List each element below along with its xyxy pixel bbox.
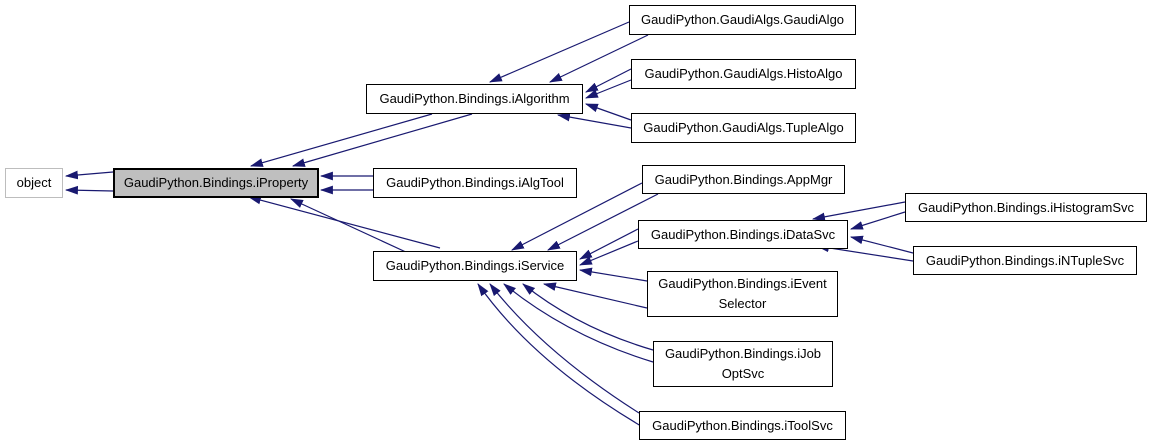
edge-gaudialgo-ialgorithm-b [549, 34, 649, 83]
edge-gaudialgo-ialgorithm-a [489, 21, 630, 83]
edge-ialgorithm-iproperty-b [291, 113, 473, 167]
node-ijoboptsvc-label-line2: OptSvc [721, 366, 765, 381]
edge-tuplealgo-ialgorithm-a [584, 103, 632, 121]
node-gaudialgo-label: GaudiPython.GaudiAlgs.GaudiAlgo [640, 12, 845, 27]
node-ialgtool[interactable]: GaudiPython.Bindings.iAlgTool [373, 168, 577, 198]
node-intuplesvc[interactable]: GaudiPython.Bindings.iNTupleSvc [913, 246, 1137, 275]
node-ieventselector[interactable]: GaudiPython.Bindings.iEvent Selector [647, 271, 838, 317]
node-iproperty: GaudiPython.Bindings.iProperty [113, 168, 319, 198]
edge-itoolsvc-iservice-a [489, 283, 640, 414]
node-ieventselector-label-line2: Selector [718, 296, 767, 311]
node-object: object [5, 168, 63, 198]
node-gaudialgo[interactable]: GaudiPython.GaudiAlgs.GaudiAlgo [629, 5, 856, 35]
edge-iproperty-object-b [64, 185, 114, 195]
node-object-label: object [16, 175, 52, 190]
edge-ialgorithm-iproperty-a [249, 113, 433, 167]
node-histoalgo-label: GaudiPython.GaudiAlgs.HistoAlgo [644, 66, 843, 81]
edge-tuplealgo-ialgorithm-b [556, 112, 632, 129]
edge-ijoboptsvc-iservice-b [503, 283, 654, 363]
edge-appmgr-iservice-b [547, 193, 659, 251]
edge-iservice-iproperty-a [247, 195, 441, 249]
edge-iproperty-object-a [64, 170, 114, 180]
node-appmgr[interactable]: GaudiPython.Bindings.AppMgr [642, 165, 845, 194]
node-histoalgo[interactable]: GaudiPython.GaudiAlgs.HistoAlgo [631, 59, 856, 89]
node-ihistogramsvc[interactable]: GaudiPython.Bindings.iHistogramSvc [905, 193, 1147, 222]
node-appmgr-label: GaudiPython.Bindings.AppMgr [654, 171, 833, 187]
edge-itoolsvc-iservice-b [477, 283, 642, 427]
node-tuplealgo-label: GaudiPython.GaudiAlgs.TupleAlgo [643, 120, 844, 135]
node-iservice[interactable]: GaudiPython.Bindings.iService [373, 251, 577, 281]
node-ihistogramsvc-label: GaudiPython.Bindings.iHistogramSvc [917, 199, 1135, 215]
edge-idatasvc-iservice-b [578, 240, 639, 266]
edge-iservice-iproperty-b [290, 198, 409, 254]
node-ijoboptsvc[interactable]: GaudiPython.Bindings.iJob OptSvc [653, 341, 833, 387]
node-intuplesvc-label: GaudiPython.Bindings.iNTupleSvc [925, 252, 1125, 268]
node-tuplealgo[interactable]: GaudiPython.GaudiAlgs.TupleAlgo [631, 113, 856, 143]
node-idatasvc[interactable]: GaudiPython.Bindings.iDataSvc [638, 220, 848, 249]
node-ialgorithm-label: GaudiPython.Bindings.iAlgorithm [379, 91, 570, 106]
node-ialgorithm[interactable]: GaudiPython.Bindings.iAlgorithm [366, 84, 583, 114]
node-ijoboptsvc-label-line1: GaudiPython.Bindings.iJob [664, 346, 822, 361]
edge-ijoboptsvc-iservice-a [522, 283, 654, 351]
edge-intuplesvc-idatasvc-a [849, 235, 914, 254]
node-itoolsvc[interactable]: GaudiPython.Bindings.iToolSvc [639, 411, 846, 440]
node-iproperty-label: GaudiPython.Bindings.iProperty [123, 175, 309, 190]
node-ialgtool-label: GaudiPython.Bindings.iAlgTool [386, 175, 564, 190]
node-ieventselector-label-line1: GaudiPython.Bindings.iEvent [658, 276, 827, 291]
edge-ieventselector-iservice-b [542, 282, 648, 309]
edge-ihistogramsvc-idatasvc-b [849, 211, 906, 230]
node-iservice-label: GaudiPython.Bindings.iService [385, 258, 565, 273]
edge-ieventselector-iservice-a [578, 267, 648, 282]
edge-appmgr-iservice-a [511, 182, 643, 251]
node-idatasvc-label: GaudiPython.Bindings.iDataSvc [650, 226, 836, 242]
edge-idatasvc-iservice-a [579, 228, 639, 260]
edge-histoalgo-ialgorithm-a [585, 68, 632, 93]
edge-histoalgo-ialgorithm-b [584, 79, 632, 99]
edge-ihistogramsvc-idatasvc-a [811, 201, 906, 222]
node-itoolsvc-label: GaudiPython.Bindings.iToolSvc [652, 417, 833, 433]
